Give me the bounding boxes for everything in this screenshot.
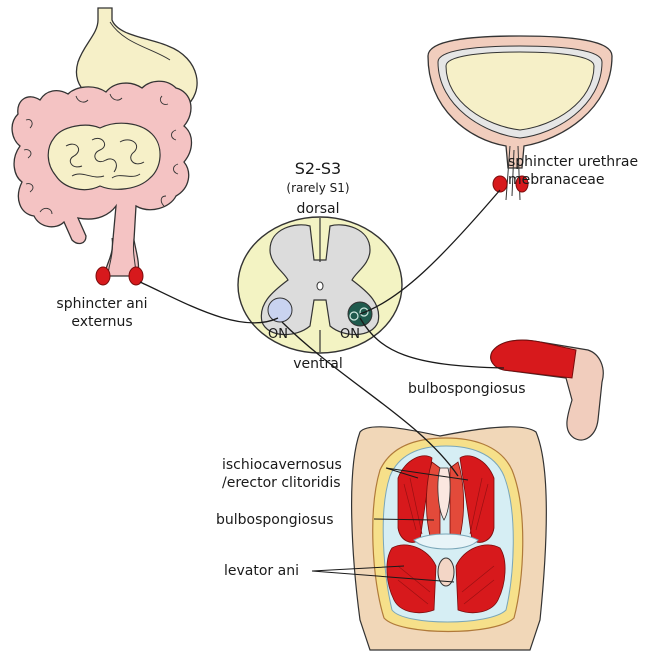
spinal-cord-section — [237, 216, 403, 354]
levator-ani-label: levator ani — [224, 563, 299, 579]
bulbospongiosus-muscle — [490, 339, 577, 379]
onuf-nucleus-left — [267, 297, 293, 323]
ventral-label: ventral — [293, 356, 343, 372]
levator-ani-right — [455, 544, 506, 614]
nerve-to-sphincter-ani — [139, 281, 279, 324]
sphincter-urethrae-right — [515, 175, 529, 193]
dorsal-label: dorsal — [297, 201, 340, 217]
onuf-label-right: ON — [340, 327, 360, 342]
nerve-to-sphincter-urethrae — [359, 189, 501, 315]
anus — [437, 557, 455, 587]
spinal-level-note: (rarely S1) — [286, 181, 349, 195]
onuf-label-left: ON — [268, 327, 288, 342]
sphincter-urethrae-label-line1: sphincter urethrae — [508, 154, 638, 170]
sphincter-ani-label-line1: sphincter ani — [56, 296, 147, 312]
sphincter-urethrae-label-line2: mebranaceae — [508, 172, 604, 188]
sphincter-ani-label-line2: externus — [71, 314, 132, 330]
sphincter-urethrae — [492, 175, 508, 193]
sphincter-ani-externus-right — [128, 266, 144, 286]
nerve-to-bulbospongiosus — [359, 317, 505, 369]
penis-bulbospongiosus — [490, 339, 604, 441]
small-intestine — [47, 122, 161, 191]
ischiocavernosus-label-line1: ischiocavernosus — [222, 457, 342, 473]
sphincter-ani-externus — [95, 266, 111, 286]
leader-lines — [311, 467, 469, 583]
digestive-tract — [11, 7, 198, 286]
bulbospongiosus-perineum-label: bulbospongiosus — [216, 512, 334, 528]
bladder-lumen — [445, 51, 595, 131]
ischiocavernosus-label-line2: /erector clitoridis — [222, 475, 341, 491]
perineum — [351, 426, 547, 651]
nerve-fibers — [139, 189, 505, 477]
central-canal — [316, 281, 324, 291]
bulbospongiosus-label: bulbospongiosus — [408, 381, 526, 397]
spinal-level-label: S2-S3 — [295, 159, 341, 178]
nerve-to-perineum — [281, 321, 459, 477]
bladder — [427, 35, 613, 201]
